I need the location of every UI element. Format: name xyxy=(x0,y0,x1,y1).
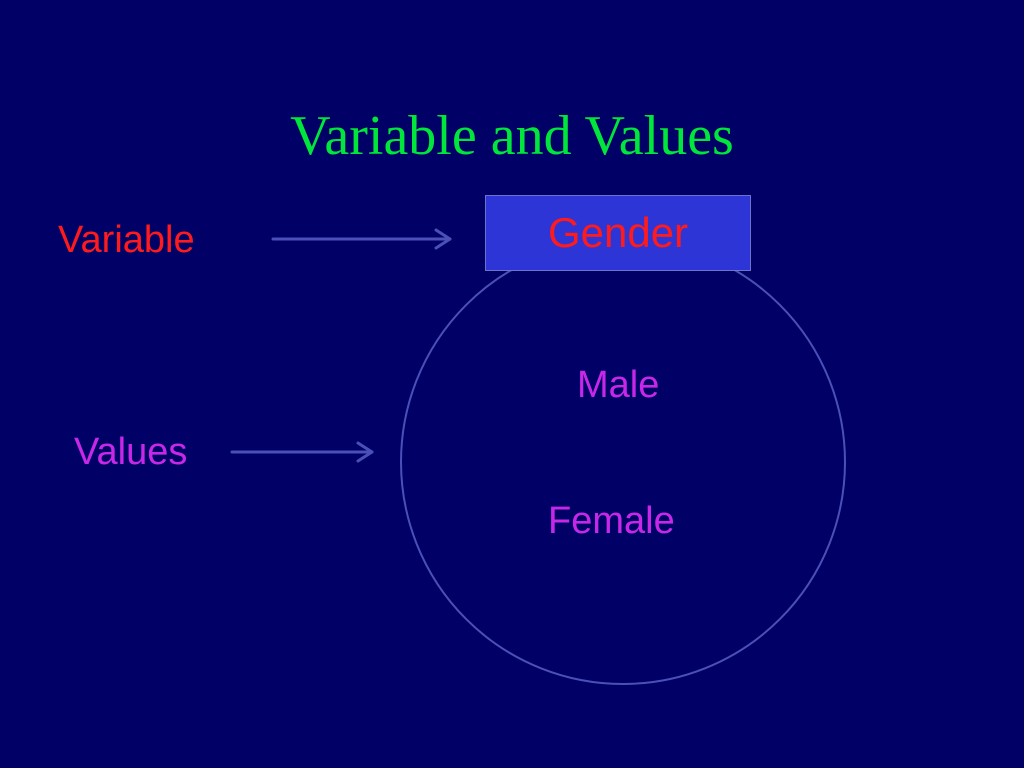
values-arrow xyxy=(230,441,374,463)
slide-title: Variable and Values xyxy=(290,105,734,167)
values-label: Values xyxy=(74,431,188,473)
values-set-circle xyxy=(400,239,846,685)
variable-label: Variable xyxy=(58,219,195,261)
value-item-female: Female xyxy=(548,500,675,542)
variable-box: Gender xyxy=(485,195,751,271)
variable-name: Gender xyxy=(547,209,689,256)
value-item-male: Male xyxy=(577,364,660,406)
variable-arrow xyxy=(271,228,452,250)
